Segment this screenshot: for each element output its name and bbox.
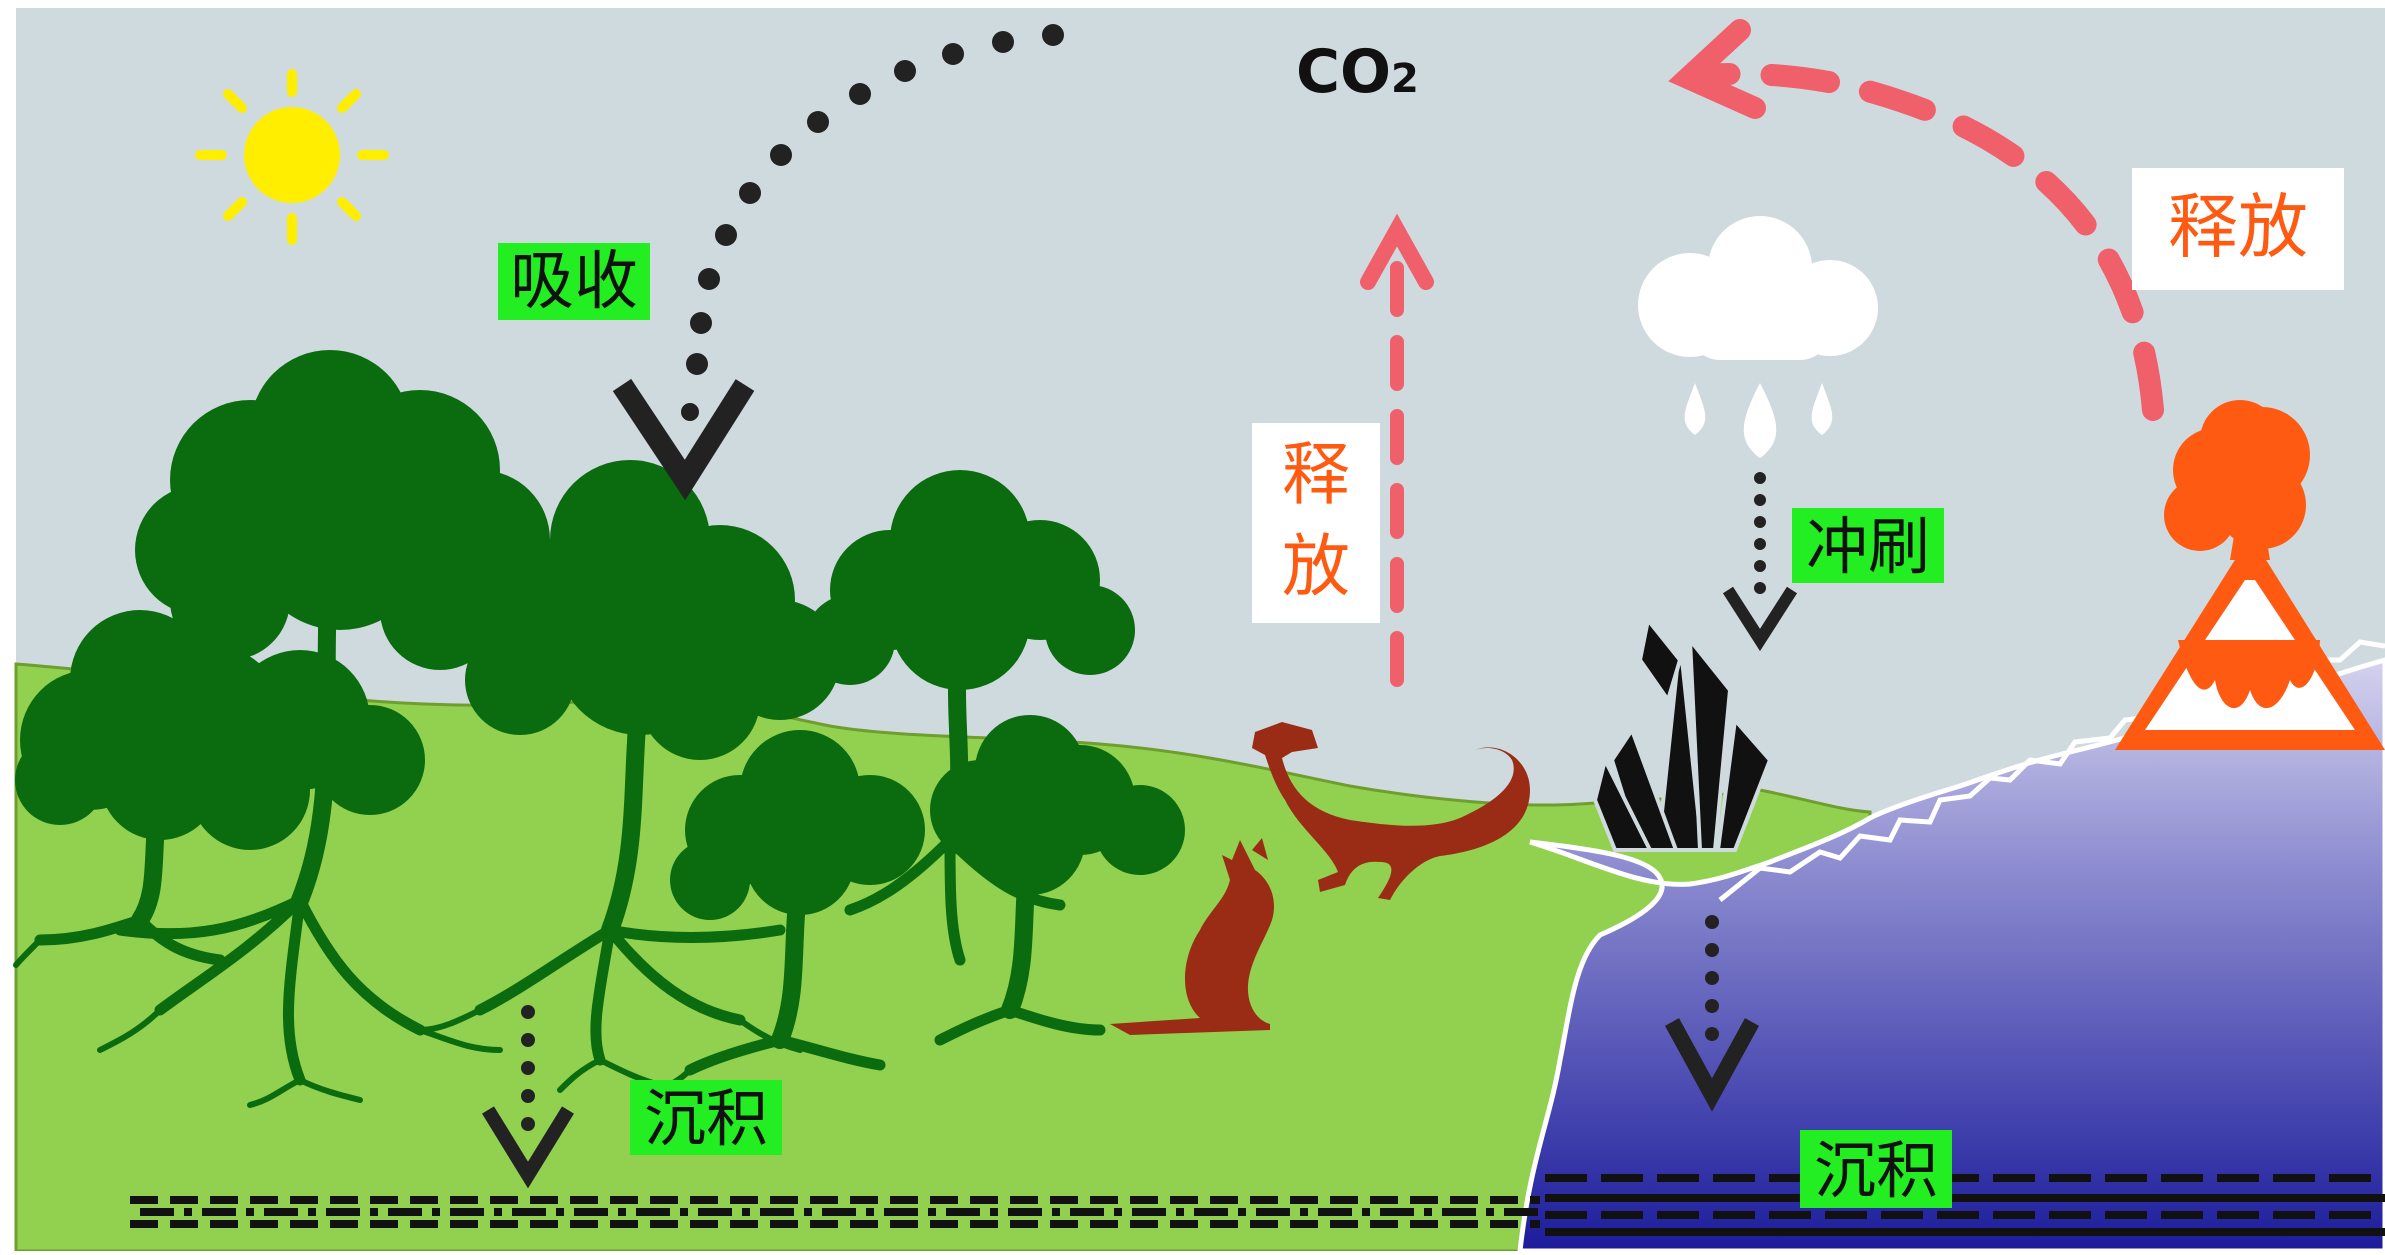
tree-icon <box>805 470 1135 690</box>
release-arrow-vertical <box>1360 213 1434 687</box>
sediment-layers <box>130 1174 2385 1236</box>
release-vertical-label-1: 释 <box>1282 436 1350 515</box>
deposit-ocean-label-box <box>1800 1130 1952 1208</box>
release-top-label: 释放 <box>2168 186 2308 268</box>
tree-icon <box>930 715 1185 895</box>
deposit-ocean-label: 沉积 <box>1814 1134 1938 1207</box>
absorb-label: 吸收 <box>510 245 638 319</box>
volcano-icon <box>2115 400 2385 750</box>
tree-icon <box>135 350 550 670</box>
crystal-icon <box>1592 615 1773 852</box>
absorb-label-box <box>498 243 650 320</box>
washout-label-box <box>1792 508 1944 583</box>
absorb-arrow <box>612 24 1064 501</box>
release-vertical-label-2: 放 <box>1282 528 1350 607</box>
sun-icon <box>195 69 389 245</box>
washout-arrow <box>1722 472 1798 652</box>
deposit-arrow-ocean <box>1664 915 1760 1112</box>
deposit-land-label: 沉积 <box>644 1082 768 1155</box>
tree-icon <box>465 460 840 760</box>
release-top-label-box <box>2132 168 2344 290</box>
co2-label: CO2 <box>1296 37 1419 107</box>
deposit-arrow-land <box>482 1005 574 1189</box>
washout-label: 冲刷 <box>1806 510 1930 583</box>
deposit-land-label-box <box>630 1080 782 1155</box>
kangaroo-icon <box>1110 838 1275 1035</box>
rain-cloud-icon <box>1638 216 1878 458</box>
release-arrow-arc <box>1668 19 2164 421</box>
dinosaur-icon <box>1252 722 1530 900</box>
tree-icon <box>670 730 925 920</box>
release-vertical-label-box <box>1252 423 1380 623</box>
forest <box>15 350 1185 920</box>
